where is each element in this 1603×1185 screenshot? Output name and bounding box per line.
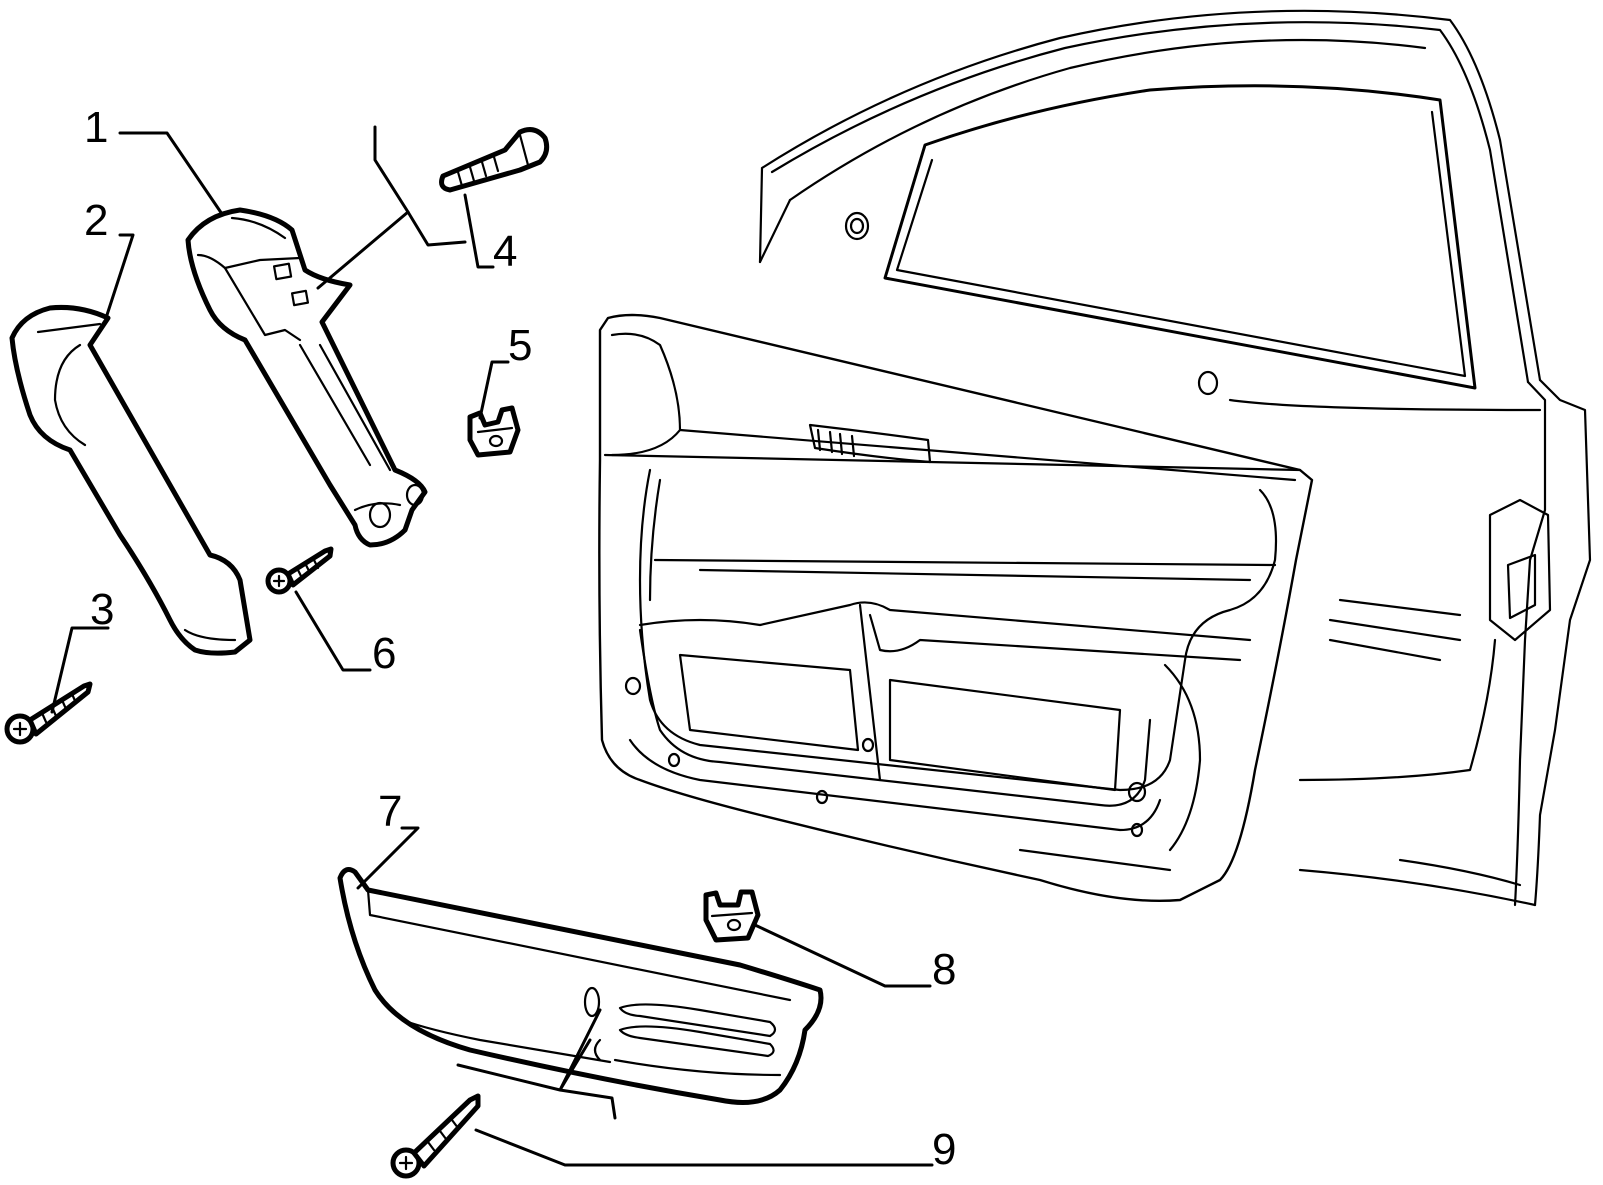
leader-7: [356, 826, 420, 890]
leader-5: [478, 360, 510, 420]
callout-7: 7: [378, 787, 402, 836]
callout-9: 9: [932, 1125, 956, 1174]
leader-8: [753, 923, 932, 988]
callout-4: 4: [493, 227, 517, 276]
callout-labels: 1 2 3 4 5 6 7 8 9: [84, 103, 956, 1174]
door-trim-panel: [598, 313, 1314, 903]
callout-2: 2: [84, 196, 108, 245]
part-3-screw: [4, 681, 93, 745]
callout-5: 5: [508, 321, 532, 370]
part-4-bolt: [439, 127, 550, 193]
part-9-screw: [390, 1093, 481, 1179]
leader-4: [463, 193, 495, 269]
callout-3: 3: [90, 585, 114, 634]
leader-3: [50, 626, 110, 714]
door-frame: [758, 9, 1592, 907]
part-5-clip: [467, 405, 521, 458]
leader-7b: [456, 1008, 617, 1120]
leader-6: [294, 590, 372, 672]
callout-6: 6: [372, 629, 396, 678]
part-7-pocket-trim: [337, 867, 824, 1105]
leader-9: [474, 1128, 934, 1167]
callout-8: 8: [932, 945, 956, 994]
part-2-handle-cover: [9, 305, 253, 656]
leader-4c: [316, 210, 410, 290]
callout-1: 1: [84, 103, 108, 152]
leader-1: [118, 131, 224, 216]
leader-lines: [50, 125, 934, 1167]
part-8-clip: [703, 889, 761, 943]
part-6-screw: [265, 546, 334, 595]
leader-2: [104, 233, 135, 320]
part-1-handle-bracket: [185, 207, 428, 548]
